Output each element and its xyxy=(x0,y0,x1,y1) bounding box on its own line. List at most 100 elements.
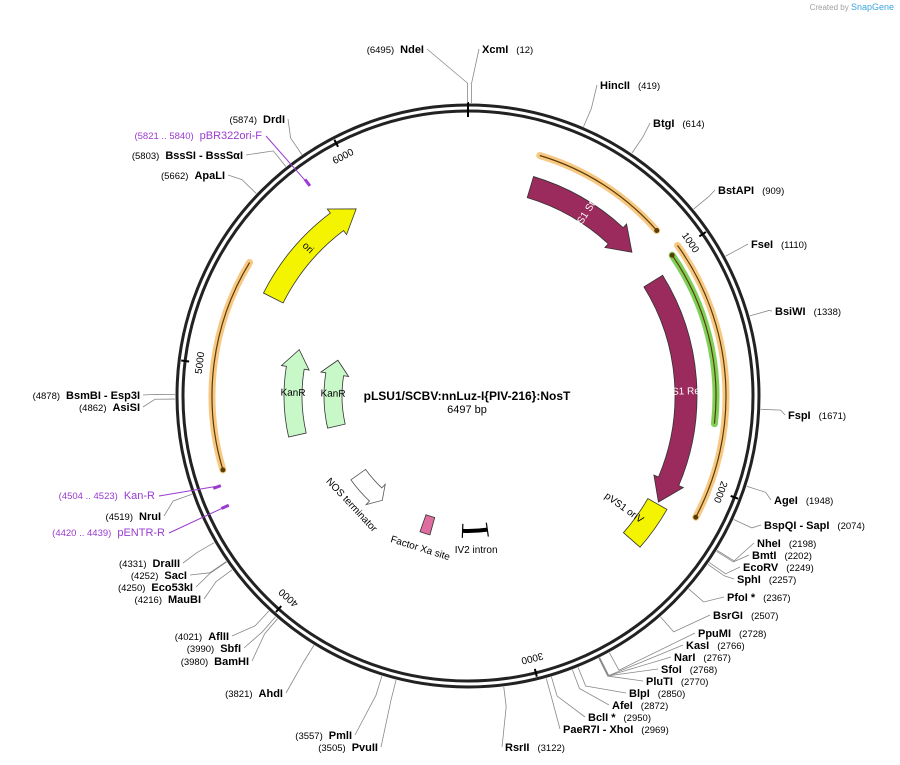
enzyme-ecorv[interactable]: EcoRV(2249) xyxy=(708,562,814,575)
enzyme-sphi[interactable]: SphI(2257) xyxy=(707,563,796,586)
enzyme-name: PluTI xyxy=(646,676,673,688)
enzyme-apali[interactable]: ApaLI(5662) xyxy=(161,170,257,194)
enzyme-ppumi[interactable]: PpuMI(2728) xyxy=(608,628,766,671)
plasmid-title: pLSU1/SCBV:nnLuz-I{PIV-216}:NosT xyxy=(364,389,571,403)
enzyme-paer7i-xhoi[interactable]: PaeR7I - XhoI (2969) xyxy=(545,678,669,736)
enzyme-position: (3505) xyxy=(318,743,345,754)
enzyme-bcli-[interactable]: BclI *(2950) xyxy=(551,676,651,724)
enzyme-pfoi-[interactable]: PfoI *(2367) xyxy=(688,588,791,604)
enzyme-bspqi-sapi[interactable]: BspQI - SapI(2074) xyxy=(733,519,865,532)
enzyme-agei[interactable]: AgeI (1948) xyxy=(746,485,834,507)
enzyme-name: SacI xyxy=(164,570,187,582)
feature-label: pVS1 oriV xyxy=(602,491,645,526)
enzyme-position: (1110) xyxy=(781,240,807,251)
enzyme-bamhi[interactable]: BamHI(3980) xyxy=(181,618,278,668)
enzyme-leader xyxy=(142,398,176,408)
enzyme-btgi[interactable]: BtgI(614) xyxy=(631,118,705,154)
enzyme-position: (6495) xyxy=(367,45,394,56)
enzyme-maubi[interactable]: MauBI(4216) xyxy=(135,569,233,606)
enzyme-pmli[interactable]: PmlI(3557) xyxy=(295,675,383,742)
enzyme-leader xyxy=(577,667,627,694)
tick-label: 3000 xyxy=(520,650,545,666)
tick-label: 6000 xyxy=(331,147,356,167)
plasmid-backbone xyxy=(175,102,761,689)
enzyme-name: AgeI xyxy=(774,495,798,507)
feature-shape xyxy=(280,348,310,438)
enzyme-name: PmlI xyxy=(329,730,352,742)
enzyme-bsmbi-esp3i[interactable]: BsmBI - Esp3I(4878) xyxy=(33,390,176,402)
enzyme-leader xyxy=(660,614,711,633)
feature-nos-terminator: NOS terminator xyxy=(323,468,386,535)
enzyme-name: PpuMI xyxy=(698,628,731,640)
enzyme-position: (614) xyxy=(682,119,704,130)
enzyme-leader xyxy=(631,122,651,154)
enzyme-asisi[interactable]: AsiSI(4862) xyxy=(79,398,176,414)
enzyme-leader xyxy=(227,174,257,194)
tick-label: 4000 xyxy=(277,586,301,609)
enzyme-name: FspI xyxy=(788,410,811,422)
enzyme-name: BclI * xyxy=(588,712,616,724)
enzyme-xcmi[interactable]: XcmI(12) xyxy=(471,44,533,104)
enzyme-bsssi-bsss-i[interactable]: BssSI - BssSαI(5803) xyxy=(132,150,287,167)
enzyme-bsiwi[interactable]: BsiWI(1338) xyxy=(749,306,841,318)
enzyme-rsrii[interactable]: RsrII(3122) xyxy=(501,686,565,754)
enzyme-ahdi[interactable]: AhdI(3821) xyxy=(225,645,315,700)
enzyme-name: Eco53kI xyxy=(151,582,193,594)
enzyme-nrui[interactable]: NruI(4519) xyxy=(106,493,193,523)
enzyme-hincii[interactable]: HincII(419) xyxy=(583,80,661,127)
enzyme-afei[interactable]: AfeI(2872) xyxy=(571,669,668,712)
enzyme-position: (4519) xyxy=(106,512,133,523)
enzyme-position: (2367) xyxy=(763,593,790,604)
enzyme-leader xyxy=(231,610,270,637)
enzyme-name: BstAPI xyxy=(718,185,754,197)
enzyme-bmti[interactable]: BmtI(2202) xyxy=(716,550,812,563)
enzyme-name: BsiWI xyxy=(775,306,806,318)
feature-label: pVS1 RepA xyxy=(660,386,713,398)
primer-range: (5821 .. 5840) xyxy=(134,131,193,142)
enzyme-position: (1671) xyxy=(819,411,846,422)
enzyme-leader xyxy=(142,394,176,396)
enzyme-position: (3980) xyxy=(181,657,208,668)
feature-label: IV2 intron xyxy=(455,545,498,556)
enzyme-name: EcoRV xyxy=(743,562,779,574)
enzyme-nhei[interactable]: NheI(2198) xyxy=(716,538,816,562)
enzyme-fsei[interactable]: FseI(1110) xyxy=(725,239,808,257)
enzyme-leader xyxy=(163,493,193,517)
enzyme-leader xyxy=(426,48,468,104)
enzyme-leader xyxy=(571,669,610,706)
enzyme-name: PaeR7I - XhoI xyxy=(563,724,633,736)
enzyme-pluti[interactable]: PluTI(2770) xyxy=(598,658,709,688)
enzyme-position: (2257) xyxy=(769,575,796,586)
enzyme-saci[interactable]: SacI (4252) xyxy=(131,561,227,582)
enzyme-position: (5874) xyxy=(230,115,257,126)
enzyme-position: (2969) xyxy=(641,725,668,736)
primer-leader xyxy=(158,485,221,497)
enzyme-draiii[interactable]: DraIII(4331) xyxy=(119,542,215,570)
feature-iv2-intron: IV2 intron xyxy=(455,522,498,556)
enzyme-leader xyxy=(501,686,507,748)
enzyme-bsrgi[interactable]: BsrGI(2507) xyxy=(660,610,779,633)
enzyme-name: DrdI xyxy=(263,114,285,126)
enzyme-sbfi[interactable]: SbfI(3990) xyxy=(187,616,276,655)
enzyme-position: (1948) xyxy=(806,496,833,507)
enzyme-name: BsrGI xyxy=(713,610,743,622)
enzyme-name: AfeI xyxy=(612,700,633,712)
enzyme-sites: NdeI(6495)XcmI(12) HincII(419)BtgI(614) Bs… xyxy=(33,44,865,754)
enzyme-leader xyxy=(760,408,786,416)
enzyme-blpi[interactable]: BlpI(2850) xyxy=(577,667,685,700)
tick-mark xyxy=(730,494,739,500)
enzyme-fspi[interactable]: FspI (1671) xyxy=(760,408,846,422)
enzyme-leader xyxy=(551,676,586,718)
enzyme-aflii[interactable]: AflII(4021) xyxy=(175,610,270,643)
enzyme-position: (4252) xyxy=(131,571,158,582)
feature-pvs1-repa: pVS1 RepA xyxy=(643,274,713,503)
enzyme-ndei[interactable]: NdeI(6495) xyxy=(367,44,468,104)
enzyme-drdi[interactable]: DrdI (5874) xyxy=(230,114,303,155)
feature-shape xyxy=(419,514,436,536)
snapgene-credit: Created by SnapGene xyxy=(810,2,894,12)
feature-shape xyxy=(319,359,350,429)
enzyme-eco53ki[interactable]: Eco53kI(4250) xyxy=(118,561,227,594)
enzyme-bstapi[interactable]: BstAPI(909) xyxy=(693,185,785,210)
orange-bands xyxy=(208,151,730,521)
enzyme-pvuii[interactable]: PvuII(3505) xyxy=(318,679,397,754)
